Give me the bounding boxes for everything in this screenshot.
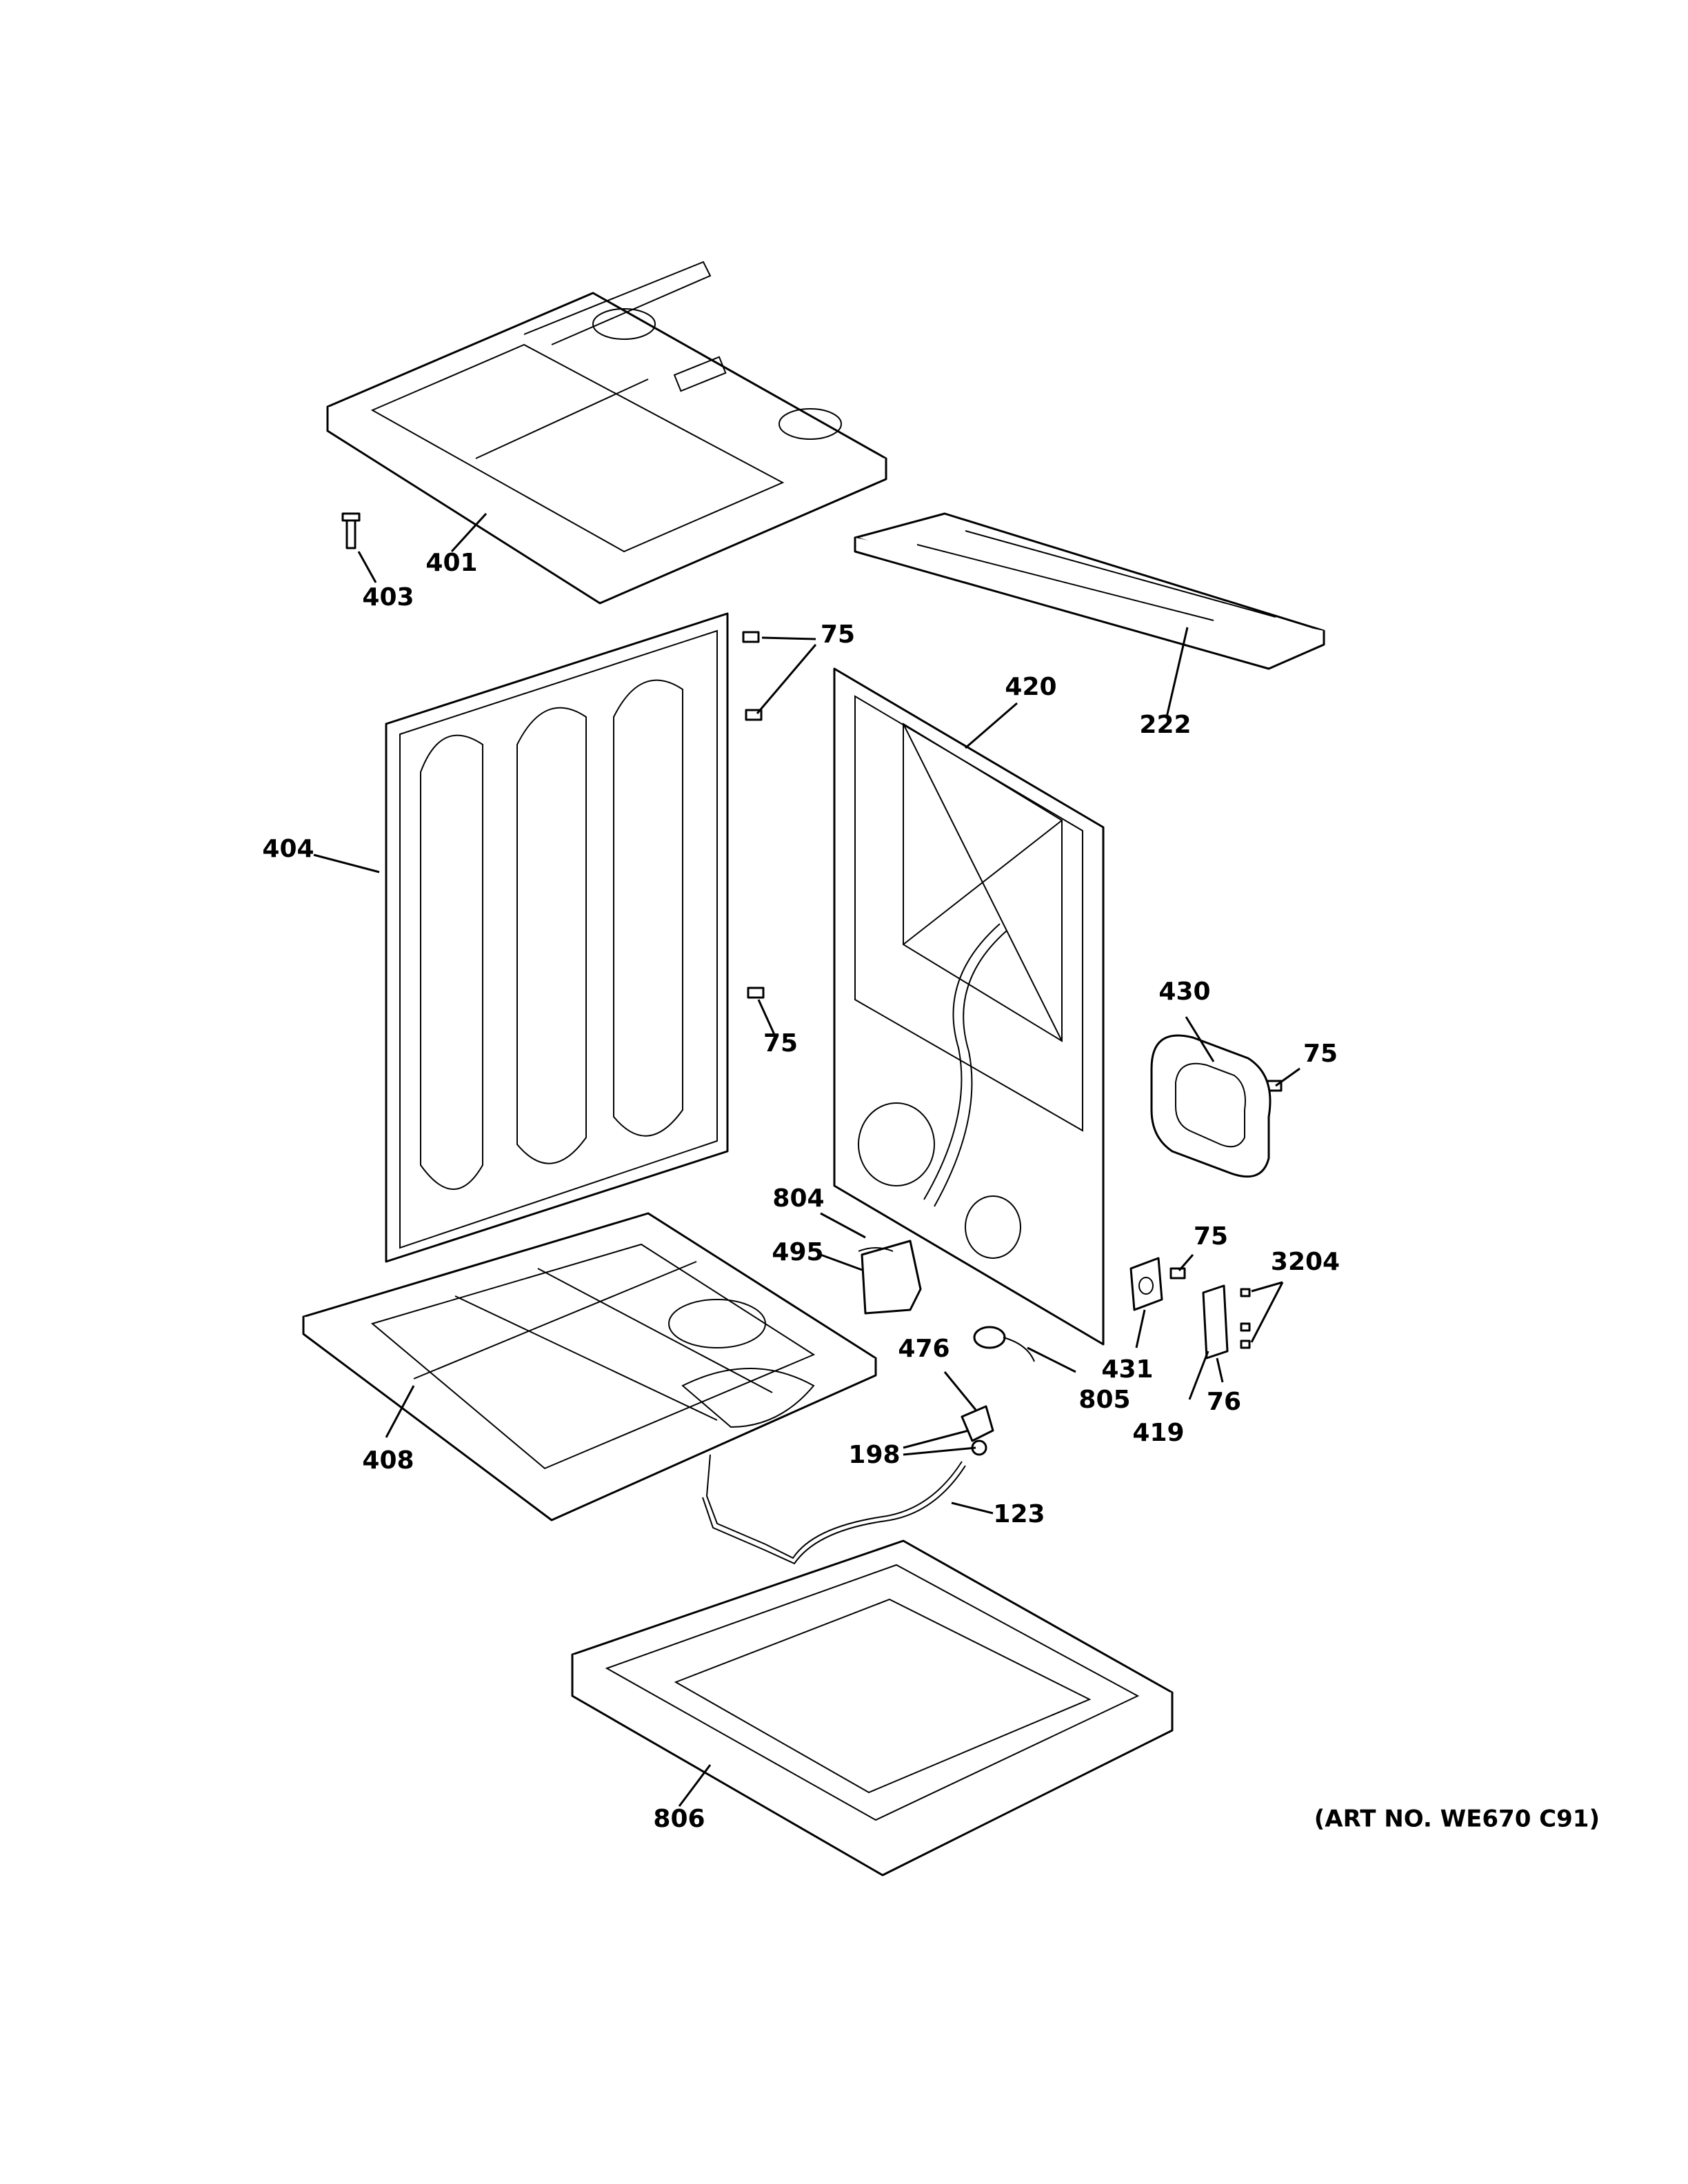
callout-420: 420 [1005, 673, 1056, 701]
part-bracket-222 [854, 512, 1325, 670]
callout-805: 805 [1078, 1386, 1130, 1414]
part-vent-duct-430 [1150, 1034, 1272, 1178]
callout-476: 476 [898, 1335, 950, 1363]
callout-401: 401 [425, 549, 477, 577]
callout-403: 403 [362, 583, 414, 611]
callout-123: 123 [993, 1500, 1045, 1528]
callout-806: 806 [653, 1805, 705, 1833]
callout-419: 419 [1132, 1419, 1184, 1447]
part-sensor-805 [973, 1326, 1035, 1362]
part-pedestal-806 [571, 1539, 1174, 1877]
callout-431: 431 [1101, 1355, 1153, 1384]
callout-75: 75 [821, 620, 855, 649]
part-component-419 [1202, 1284, 1251, 1359]
callout-408: 408 [362, 1446, 414, 1475]
part-component-431 [1129, 1257, 1163, 1311]
callout-76: 76 [1207, 1388, 1241, 1416]
part-screw-403 [341, 512, 361, 549]
art-number: (ART NO. WE670 C91) [1314, 1806, 1600, 1833]
callout-804: 804 [772, 1184, 824, 1213]
callout-75: 75 [1194, 1222, 1228, 1251]
callout-75: 75 [763, 1029, 798, 1058]
part-side-panel [385, 612, 729, 1263]
part-valve-476 [961, 1405, 994, 1456]
callout-75: 75 [1303, 1040, 1338, 1068]
part-bracket-495 [858, 1240, 922, 1315]
callout-430: 430 [1158, 978, 1210, 1006]
leader-lines [313, 512, 1300, 1807]
callout-495: 495 [772, 1238, 823, 1266]
part-rear-panel [833, 667, 1105, 1346]
part-base-panel [302, 1212, 877, 1521]
part-top-panel [326, 261, 887, 605]
callout-198: 198 [848, 1441, 900, 1469]
callout-404: 404 [262, 835, 314, 863]
callout-3204: 3204 [1271, 1248, 1340, 1276]
part-hose-123 [702, 1454, 966, 1565]
callout-222: 222 [1139, 711, 1191, 739]
callout-labels: 401 403 75 420 222 404 75 430 75 804 495… [262, 549, 1600, 1833]
